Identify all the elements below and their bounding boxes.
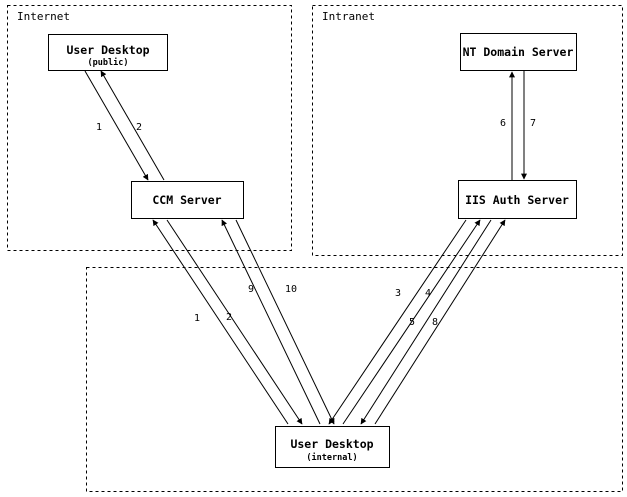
step-label-3: 3 [395,288,401,299]
flow-line-1-internal [152,219,289,425]
node-user-desktop-internal[interactable]: User Desktop (internal) [274,425,391,469]
step-label-7: 7 [530,118,536,129]
node-ccm-server[interactable]: CCM Server [130,180,245,220]
flow-line-4 [328,219,467,425]
step-label-2-public: 2 [136,122,142,133]
flow-line-2-internal [166,219,303,425]
node-title-nt-domain-server: NT Domain Server [463,45,574,59]
node-user-desktop-public[interactable]: User Desktop (public) [47,33,169,72]
step-label-2-internal: 2 [226,312,232,323]
step-label-1-internal: 1 [194,313,200,324]
flow-line-3 [342,219,481,425]
node-title-iis-auth-server: IIS Auth Server [465,193,569,207]
flow-line-1-public [84,70,149,181]
flow-line-5 [374,219,506,425]
step-label-6: 6 [500,118,506,129]
step-label-9: 9 [248,284,254,295]
zone-label-internet: Internet [17,10,70,23]
step-label-5: 5 [409,317,415,328]
node-title-user-desktop-public: User Desktop [66,43,149,57]
zone-label-intranet: Intranet [322,10,375,23]
node-box-nt-domain-server [459,32,578,72]
node-box-ccm-server [130,180,245,220]
flow-line-10 [235,219,335,425]
node-iis-auth-server[interactable]: IIS Auth Server [457,179,578,220]
node-title-user-desktop-internal: User Desktop [290,437,373,451]
node-box-iis-auth-server [457,179,578,220]
flow-line-2-public [100,70,165,181]
node-title-ccm-server: CCM Server [152,193,221,207]
step-label-8: 8 [432,317,438,328]
step-label-4: 4 [425,288,431,299]
node-subtitle-user-desktop-public: (public) [88,57,129,68]
zone-lower-boundary [86,267,623,492]
step-label-1-public: 1 [96,122,102,133]
node-nt-domain-server[interactable]: NT Domain Server [459,32,578,72]
step-label-10: 10 [285,284,297,295]
flow-line-8 [360,219,492,425]
node-box-user-desktop-public [47,33,169,72]
node-subtitle-user-desktop-internal: (internal) [306,452,357,463]
zone-intranet-boundary [312,5,623,256]
flow-line-9 [221,219,321,425]
node-box-user-desktop-internal [274,425,391,469]
